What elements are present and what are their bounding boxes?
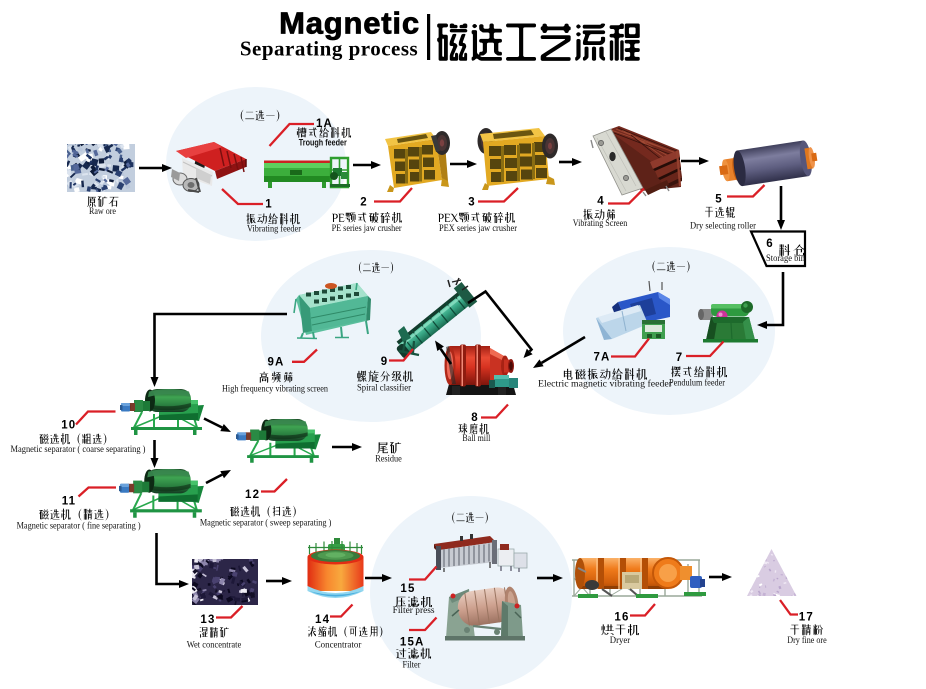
svg-text:Residue: Residue — [375, 453, 402, 463]
svg-text:Vibrating Screen: Vibrating Screen — [573, 218, 628, 228]
svg-text:High frequency vibrating scree: High frequency vibrating screen — [222, 384, 328, 394]
svg-text:Electric magnetic vibrating fe: Electric magnetic vibrating feeder — [538, 379, 672, 389]
svg-text:Raw ore: Raw ore — [89, 206, 116, 216]
svg-text:16: 16 — [614, 612, 629, 624]
svg-text:Pendulum feeder: Pendulum feeder — [669, 378, 725, 388]
svg-text:5: 5 — [715, 194, 723, 206]
svg-text:13: 13 — [200, 614, 215, 626]
svg-text:12: 12 — [245, 489, 260, 501]
svg-text:Magnetic: Magnetic — [279, 6, 420, 41]
svg-text:11: 11 — [62, 496, 77, 508]
svg-text:9: 9 — [381, 356, 389, 368]
svg-text:Separating process: Separating process — [240, 37, 418, 61]
svg-text:Dry selecting roller: Dry selecting roller — [690, 221, 756, 231]
svg-text:Storage bin: Storage bin — [766, 253, 805, 263]
svg-text:1A: 1A — [316, 118, 333, 130]
svg-text:10: 10 — [61, 420, 76, 432]
svg-text:Magnetic separator ( fine sepa: Magnetic separator ( fine separating ) — [17, 521, 141, 531]
svg-text:Magnetic separator ( sweep sep: Magnetic separator ( sweep separating ) — [200, 518, 332, 528]
svg-text:14: 14 — [315, 614, 330, 626]
svg-text:17: 17 — [799, 612, 814, 624]
svg-text:8: 8 — [471, 412, 479, 424]
svg-text:1: 1 — [265, 199, 273, 211]
svg-text:2: 2 — [360, 196, 368, 208]
svg-text:3: 3 — [468, 196, 476, 208]
svg-text:15: 15 — [400, 583, 415, 595]
svg-text:6: 6 — [766, 238, 774, 250]
svg-text:Concentrator: Concentrator — [315, 640, 362, 650]
svg-text:PE series jaw crusher: PE series jaw crusher — [332, 223, 402, 233]
svg-text:Trough feeder: Trough feeder — [299, 138, 347, 149]
svg-text:4: 4 — [597, 196, 605, 208]
svg-text:Filter: Filter — [403, 660, 421, 670]
svg-text:Dry fine ore: Dry fine ore — [787, 635, 826, 645]
svg-text:7A: 7A — [593, 352, 610, 364]
svg-text:Wet concentrate: Wet concentrate — [187, 640, 242, 650]
svg-text:PEX series jaw crusher: PEX series jaw crusher — [439, 223, 517, 233]
svg-text:Ball mill: Ball mill — [462, 433, 490, 443]
svg-text:Vibrating feeder: Vibrating feeder — [247, 224, 301, 234]
svg-text:Dryer: Dryer — [610, 635, 630, 645]
svg-text:Spiral classifier: Spiral classifier — [357, 383, 411, 393]
svg-text:9A: 9A — [267, 356, 284, 368]
svg-text:Filter press: Filter press — [393, 605, 436, 615]
svg-text:Magnetic separator ( coarse se: Magnetic separator ( coarse separating ) — [11, 444, 146, 454]
svg-text:15A: 15A — [400, 637, 425, 649]
svg-text:7: 7 — [676, 352, 684, 364]
